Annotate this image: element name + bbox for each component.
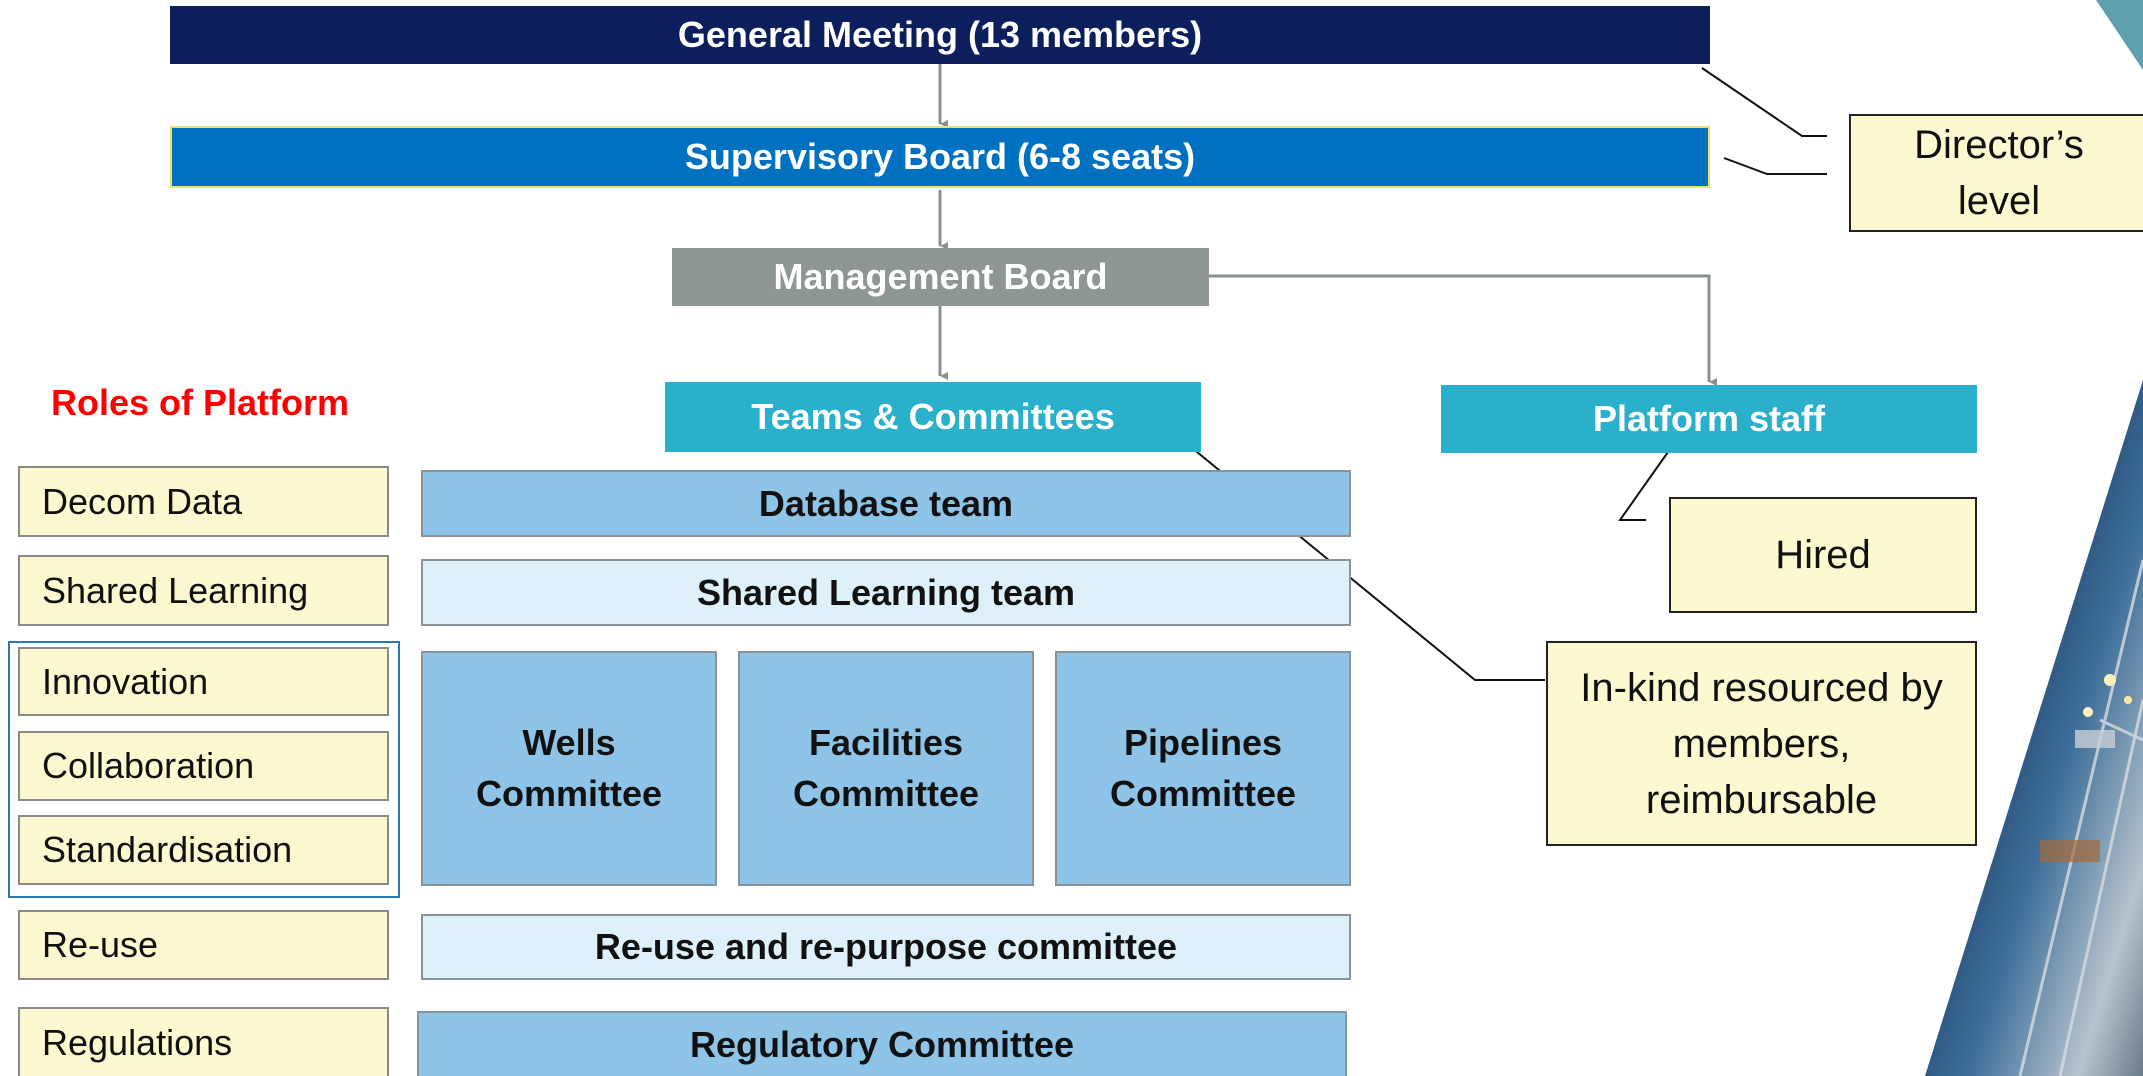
pipelines-committee-label: Pipelines Committee — [1109, 722, 1297, 814]
management-board-box: Management Board — [672, 248, 1209, 306]
roles-group-frame — [8, 641, 400, 898]
facilities-committee-label: Facilities Committee — [792, 722, 980, 814]
wells-committee-box: Wells Committee — [421, 651, 717, 886]
supervisory-board-label: Supervisory Board (6-8 seats) — [684, 136, 1196, 177]
role-label: Shared Learning — [42, 569, 309, 611]
reuse-committee-box: Re-use and re-purpose committee — [421, 914, 1351, 980]
role-label: Innovation — [42, 660, 209, 702]
teams-committees-label: Teams & Committees — [751, 396, 1115, 437]
role-standardisation: Standardisation — [18, 815, 389, 885]
regulatory-committee-label: Regulatory Committee — [689, 1023, 1075, 1065]
role-shared-learning: Shared Learning — [18, 555, 389, 626]
teams-committees-box: Teams & Committees — [665, 382, 1201, 452]
role-collaboration: Collaboration — [18, 731, 389, 801]
directors-level-text: Director’s level — [1914, 123, 2084, 223]
facilities-committee-box: Facilities Committee — [738, 651, 1034, 886]
role-label: Standardisation — [42, 829, 293, 870]
hired-note: Hired — [1669, 497, 1977, 613]
pipelines-committee-box: Pipelines Committee — [1055, 651, 1351, 886]
regulatory-committee-box: Regulatory Committee — [417, 1011, 1347, 1076]
wells-committee-label: Wells Committee — [475, 722, 663, 814]
shared-learning-team-label: Shared Learning team — [696, 571, 1076, 613]
management-board-label: Management Board — [773, 256, 1108, 297]
role-regulations: Regulations — [18, 1007, 389, 1076]
role-label: Regulations — [42, 1021, 233, 1063]
in-kind-text: In-kind resourced by members, reimbursab… — [1580, 665, 1943, 822]
role-decom-data: Decom Data — [18, 466, 389, 537]
roles-title: Roles of Platform — [51, 382, 350, 423]
directors-level-note: Director’s level — [1849, 114, 2143, 232]
general-meeting-box: General Meeting (13 members) — [170, 6, 1710, 64]
in-kind-note: In-kind resourced by members, reimbursab… — [1546, 641, 1977, 846]
platform-staff-label: Platform staff — [1592, 398, 1826, 439]
hired-text: Hired — [1775, 533, 1871, 577]
role-label: Decom Data — [42, 480, 243, 522]
database-team-label: Database team — [758, 482, 1014, 524]
supervisory-board-box: Supervisory Board (6-8 seats) — [170, 126, 1710, 188]
platform-staff-box: Platform staff — [1441, 385, 1977, 453]
role-label: Re-use — [42, 924, 159, 965]
role-re-use: Re-use — [18, 910, 389, 980]
reuse-committee-label: Re-use and re-purpose committee — [594, 926, 1178, 967]
role-innovation: Innovation — [18, 647, 389, 716]
role-label: Collaboration — [42, 745, 255, 786]
shared-learning-team-box: Shared Learning team — [421, 559, 1351, 626]
database-team-box: Database team — [421, 470, 1351, 537]
general-meeting-label: General Meeting (13 members) — [677, 14, 1203, 55]
